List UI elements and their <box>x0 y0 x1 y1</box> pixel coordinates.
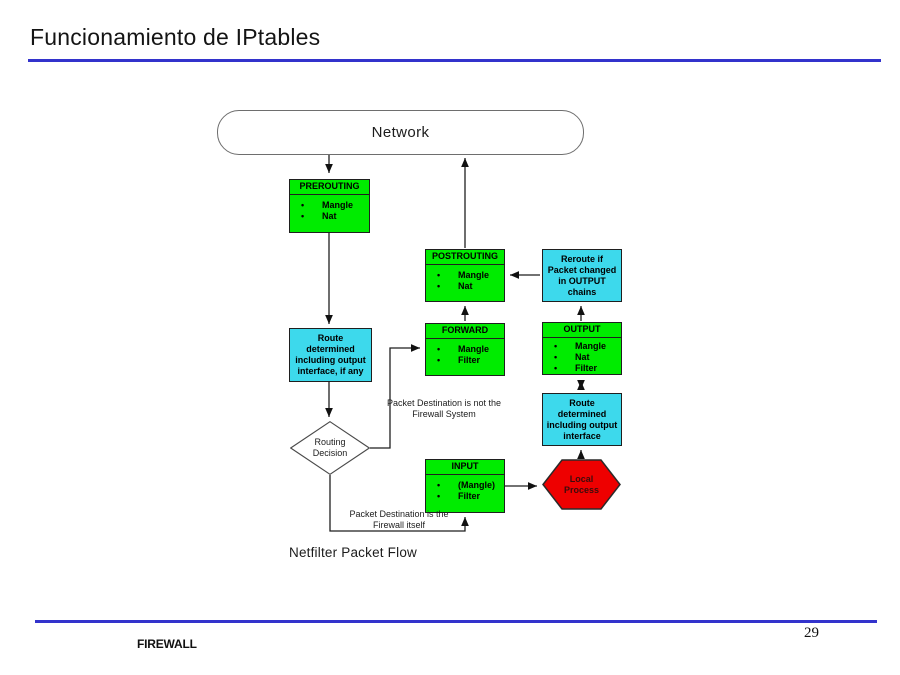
annotation-is-firewall: Packet Destination is the Firewall itsel… <box>349 509 449 530</box>
chain-item: Nat <box>554 352 619 363</box>
route-determined-left-label: Route determined including output interf… <box>295 333 366 376</box>
chain-title: POSTROUTING <box>426 250 504 265</box>
diamond-shape <box>290 421 370 475</box>
bullet-icon <box>554 341 575 352</box>
routing-decision-label: Routing Decision <box>312 437 348 458</box>
chain-item-label: Filter <box>458 491 481 501</box>
chain-title: INPUT <box>426 460 504 475</box>
chain-item: Filter <box>437 355 502 366</box>
chain-item: Mangle <box>437 270 502 281</box>
chain-items: Mangle Nat <box>290 195 369 222</box>
chain-item: Nat <box>437 281 502 292</box>
diagram-caption: Netfilter Packet Flow <box>289 545 417 560</box>
footer-label: FIREWALL <box>137 637 197 651</box>
page-number: 29 <box>804 625 819 641</box>
chain-item-label: Nat <box>458 281 473 291</box>
route-determined-right-label: Route determined including output interf… <box>546 397 618 441</box>
bullet-icon <box>554 363 575 374</box>
chain-item-label: (Mangle) <box>458 480 495 490</box>
bullet-icon <box>301 200 322 211</box>
bullet-icon <box>437 270 458 281</box>
chain-item-label: Nat <box>322 211 337 221</box>
chain-item: Filter <box>554 363 619 374</box>
chain-item-label: Nat <box>575 352 590 362</box>
chain-item: Mangle <box>437 344 502 355</box>
bullet-icon <box>437 281 458 292</box>
bullet-icon <box>437 480 458 491</box>
chain-items: (Mangle) Filter <box>426 475 504 502</box>
chain-item-label: Mangle <box>458 270 490 280</box>
network-node: Network <box>217 110 584 155</box>
prerouting-box: PREROUTING Mangle Nat <box>289 179 370 233</box>
network-label: Network <box>371 124 430 141</box>
reroute-label: Reroute if Packet changed in OUTPUT chai… <box>547 253 617 297</box>
route-determined-left-box: Route determined including output interf… <box>289 328 372 382</box>
chain-title: FORWARD <box>426 324 504 339</box>
chain-item: Mangle <box>554 341 619 352</box>
footer-divider <box>35 620 877 623</box>
chain-item-label: Mangle <box>322 200 354 210</box>
chain-item-label: Filter <box>575 363 598 373</box>
chain-item: Nat <box>301 211 367 222</box>
local-process-label: Local Process <box>563 473 600 495</box>
bullet-icon <box>301 211 322 222</box>
annotation-not-firewall: Packet Destination is not the Firewall S… <box>386 398 502 419</box>
bullet-icon <box>554 352 575 363</box>
hexagon-shape <box>542 459 621 510</box>
chain-title: OUTPUT <box>543 323 621 338</box>
postrouting-box: POSTROUTING Mangle Nat <box>425 249 505 302</box>
chain-title: PREROUTING <box>290 180 369 195</box>
title-underline <box>28 59 881 62</box>
chain-items: Mangle Nat <box>426 265 504 292</box>
bullet-icon <box>437 344 458 355</box>
route-determined-right-box: Route determined including output interf… <box>542 393 622 446</box>
local-process-hexagon: Local Process <box>542 459 621 510</box>
chain-items: Mangle Filter <box>426 339 504 366</box>
chain-items: Mangle Nat Filter <box>543 338 621 374</box>
slide-title: Funcionamiento de IPtables <box>30 24 321 50</box>
bullet-icon <box>437 491 458 502</box>
input-box: INPUT (Mangle) Filter <box>425 459 505 513</box>
bullet-icon <box>437 355 458 366</box>
reroute-box: Reroute if Packet changed in OUTPUT chai… <box>542 249 622 302</box>
routing-decision-diamond: Routing Decision <box>290 421 370 475</box>
chain-item-label: Mangle <box>575 341 607 351</box>
chain-item: Filter <box>437 491 502 502</box>
chain-item: (Mangle) <box>437 480 502 491</box>
forward-box: FORWARD Mangle Filter <box>425 323 505 376</box>
chain-item-label: Mangle <box>458 344 490 354</box>
chain-item-label: Filter <box>458 355 481 365</box>
chain-item: Mangle <box>301 200 367 211</box>
output-box: OUTPUT Mangle Nat Filter <box>542 322 622 375</box>
